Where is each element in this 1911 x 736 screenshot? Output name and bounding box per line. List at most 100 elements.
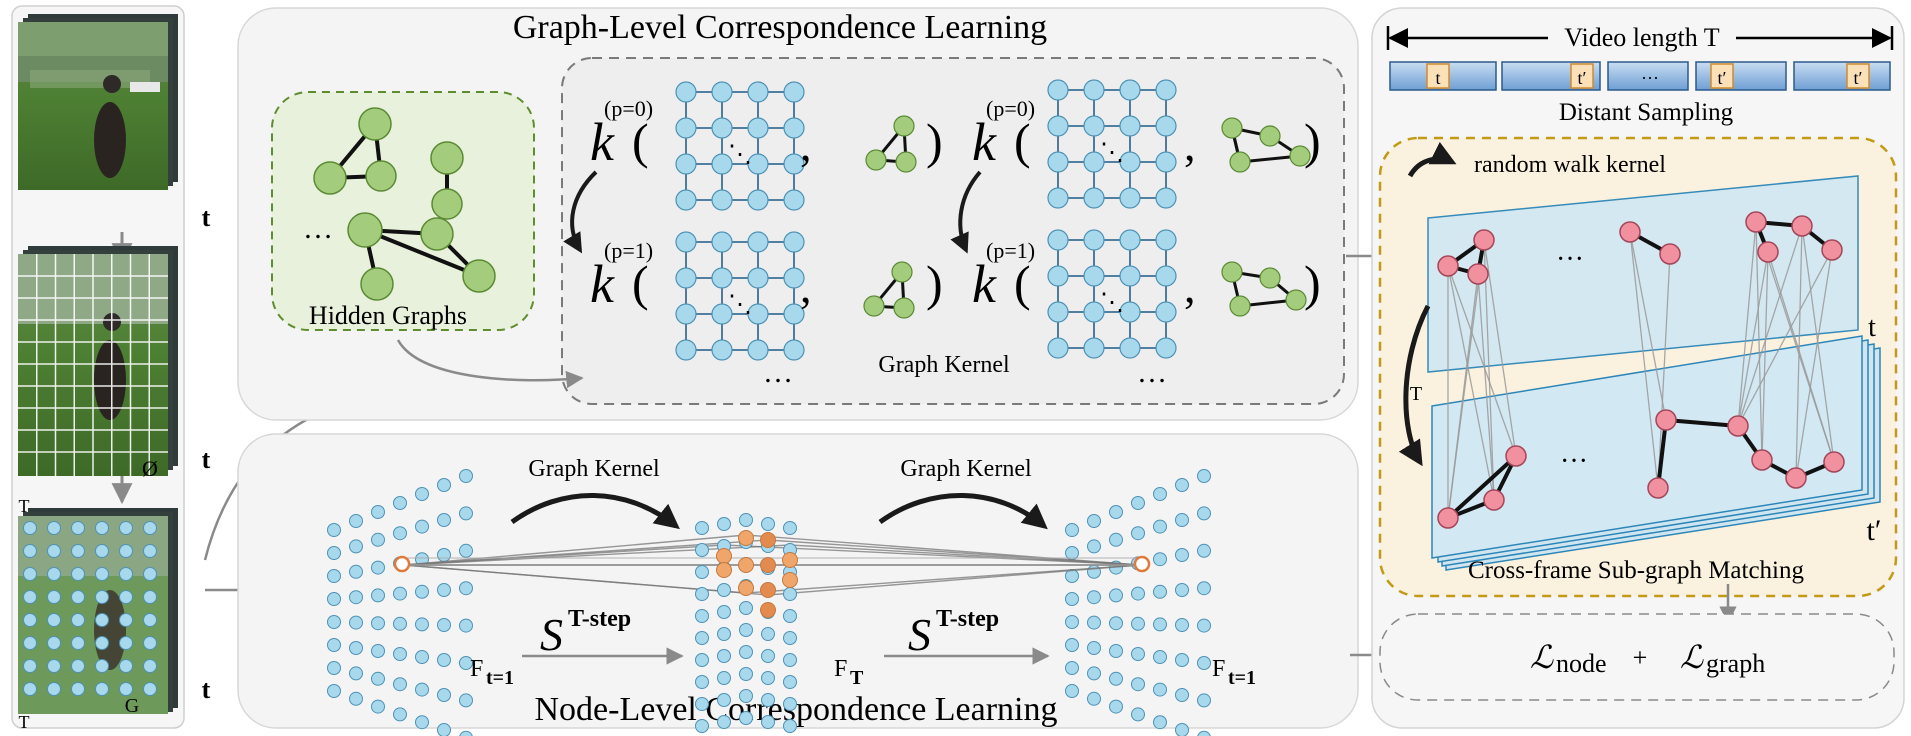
kernel-grid-node (783, 153, 805, 175)
left-feature-node (371, 532, 385, 547)
kernel-grid-node (1047, 79, 1069, 101)
right-feature-node (1109, 505, 1123, 519)
frame-node (47, 590, 61, 604)
matching-line (1657, 253, 1671, 489)
loss-node-sub: node (1556, 649, 1607, 678)
kernel-grid-node (783, 303, 805, 325)
middle-feature-node (783, 675, 797, 689)
right-feature-node (1087, 615, 1101, 630)
orange-match-node (760, 602, 776, 618)
kernel-p1-bottom-right: (p=1) (986, 238, 1035, 263)
f-t1-right: F (1212, 656, 1225, 682)
middle-feature-node (739, 711, 753, 725)
subgraph-node (1823, 451, 1845, 473)
left-feature-node (327, 546, 341, 560)
frame-node (95, 521, 109, 535)
left-feature-node (415, 682, 429, 697)
orange-match-node (782, 552, 798, 568)
kernel-grid-node (1083, 115, 1105, 137)
plane-t-prime (1431, 335, 1863, 559)
kernel-grid-node (1047, 301, 1069, 323)
kernel-grid-node (1155, 337, 1177, 359)
middle-feature-node (717, 517, 731, 531)
right-feature-node (1153, 552, 1167, 567)
kernel-grid-node (1083, 301, 1105, 323)
left-feature-node (459, 618, 473, 633)
matching-line (1737, 221, 1757, 427)
left-feature-node (437, 618, 451, 632)
matching-line (1737, 225, 1803, 427)
right-feature-node (1109, 699, 1123, 714)
s-tstep-left: S (540, 609, 563, 660)
kernel-close-paren-4: ) (1304, 255, 1321, 311)
kernel-close-paren-3: ) (926, 255, 943, 311)
orange-match-node (716, 548, 732, 564)
f-T-middle: F (834, 656, 847, 682)
frame-node (23, 567, 37, 581)
frame-stack-1-axis: t (202, 203, 211, 232)
frame-stack-3-time: T (19, 712, 30, 732)
frame-stack-2-axis: t (202, 445, 211, 474)
kernel-grids: ⋱⋱⋱⋱ (675, 79, 1311, 361)
kernel-open-paren-4: ( (1014, 255, 1031, 311)
left-feature-node (415, 617, 429, 632)
middle-feature-node (761, 517, 775, 531)
middle-feature-node (761, 671, 775, 685)
kernel-ellipsis-left: … (763, 356, 793, 389)
left-feature-node (371, 616, 385, 631)
middle-feature-node (739, 645, 753, 659)
random-walk-arrow (1407, 141, 1457, 178)
right-feature-node (1109, 588, 1123, 603)
kernel-grid-node (711, 339, 733, 361)
kernel-grid-node (783, 267, 805, 289)
hidden-graph-nodes (313, 107, 496, 301)
temporal-T-label: T (1410, 383, 1422, 405)
kernel-grid-node (747, 303, 769, 325)
subgraph-node (1785, 467, 1807, 489)
matching-line (1737, 249, 1833, 427)
middle-feature-node (717, 583, 731, 597)
frame-node (119, 544, 133, 558)
kernel-p1-bottom-left: (p=1) (604, 238, 653, 263)
kernel-grid-node (747, 267, 769, 289)
frame-node (95, 590, 109, 604)
right-feature-node (1153, 519, 1167, 534)
random-walk-label: random walk kernel (1474, 152, 1666, 178)
middle-feature-node (695, 609, 709, 623)
frame-node (71, 544, 85, 558)
right-feature-node (1175, 618, 1189, 632)
kernel-open-paren-3: ( (632, 255, 649, 311)
graph-kernel-box: ⋱⋱⋱⋱ k (p=0) ( , ) k (p=0) ( , ) k (p=1)… (561, 57, 1345, 405)
right-feature-node (1065, 523, 1079, 537)
frame-node (95, 636, 109, 650)
frame-node (47, 682, 61, 696)
correspondence-line (789, 544, 1141, 566)
frame-node (143, 659, 157, 673)
left-feature-node (349, 691, 363, 706)
left-feature-node (415, 715, 429, 730)
frame-node (119, 613, 133, 627)
node-level-graphs (327, 469, 1211, 736)
frame-node (71, 682, 85, 696)
left-feature-node (393, 647, 407, 661)
graph-kernel-left-label: Graph Kernel (528, 456, 660, 482)
kernel-grid-node (783, 339, 805, 361)
left-feature-node (371, 699, 385, 714)
right-feature-node (1087, 590, 1101, 605)
right-feature-node (1197, 469, 1211, 483)
orange-match-node (760, 582, 776, 598)
node-level-title: Node-Level Correspondence Learning (535, 691, 1058, 728)
right-feature-node (1175, 513, 1189, 527)
kernel-p0-top-right: (p=0) (986, 96, 1035, 121)
right-feature-node (1065, 615, 1079, 629)
loss-graph-sub: graph (1706, 649, 1765, 678)
kernel-comma-2: , (1184, 119, 1196, 170)
left-feature-node (371, 588, 385, 603)
sampled-frame-box (1846, 63, 1870, 89)
middle-feature-node (739, 623, 753, 637)
orange-match-node (738, 580, 754, 596)
left-feature-node (393, 707, 407, 722)
kernel-small-graph-node (1229, 295, 1251, 317)
kernel-grid-node (1155, 115, 1177, 137)
graph-kernel-left-arrow (510, 493, 680, 530)
